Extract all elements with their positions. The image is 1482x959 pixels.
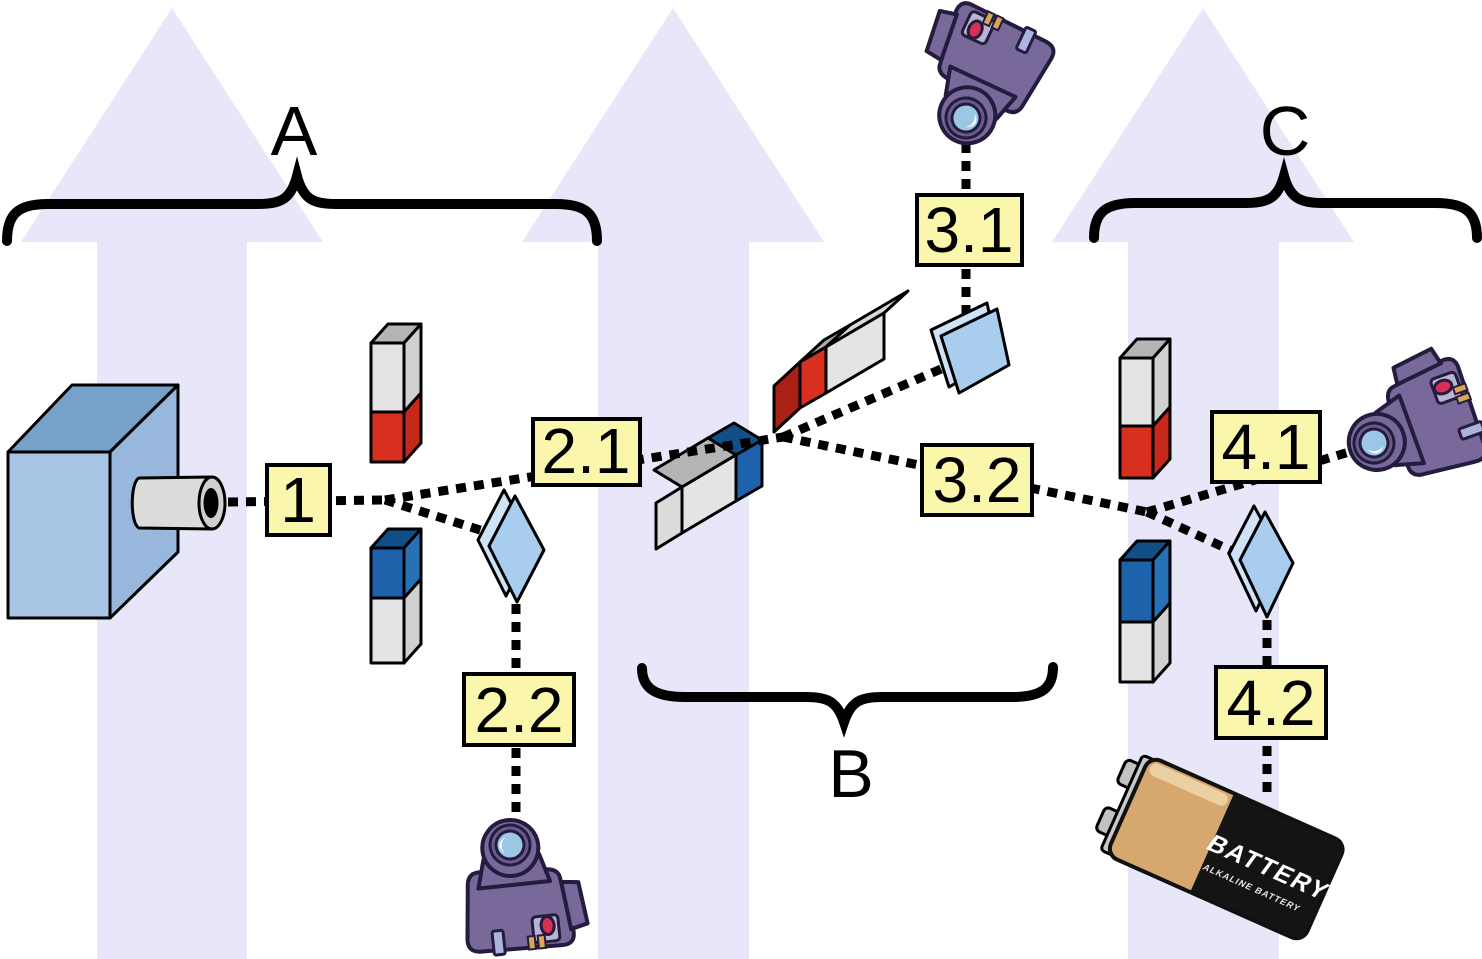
battery-highlight — [1149, 763, 1228, 806]
path-label-4-1: 4.1 — [1210, 410, 1322, 484]
camera-detector-right — [1324, 339, 1482, 503]
battery-outline — [1107, 757, 1345, 941]
path-label-3-1-box — [915, 193, 1024, 267]
path-label-1-text: 1 — [280, 464, 316, 536]
beam-a-down — [383, 495, 498, 540]
path-label-3-1-text: 3.1 — [925, 194, 1014, 266]
path-label-2-2-text: 2.2 — [475, 674, 564, 746]
camera-detector-bottom — [453, 810, 592, 959]
path-label-1-box — [265, 463, 332, 537]
path-label-2-1-box — [531, 417, 642, 487]
path-label-2-1: 2.1 — [531, 415, 642, 487]
background-arrow-middle — [522, 8, 824, 959]
source-box-front — [6, 450, 112, 620]
battery: BATTERY ALKALINE BATTERY — [1095, 754, 1345, 941]
battery-body-black — [1190, 793, 1343, 939]
magnet-b-upper — [772, 289, 910, 434]
path-label-4-2: 4.2 — [1214, 665, 1328, 740]
nozzle-icon — [130, 475, 214, 531]
path-label-3-2-box — [920, 443, 1034, 517]
magnet-c-lower — [1118, 539, 1172, 684]
filter-plate-b — [929, 301, 1011, 395]
path-label-2-1-text: 2.1 — [542, 415, 631, 487]
path-label-4-2-box — [1214, 665, 1328, 740]
path-label-3-2: 3.2 — [920, 443, 1034, 517]
magnet-a-upper — [369, 322, 423, 464]
path-label-3-1: 3.1 — [915, 193, 1024, 267]
path-label-4-1-box — [1210, 410, 1322, 484]
path-label-2-2: 2.2 — [462, 672, 576, 747]
path-label-4-1-text: 4.1 — [1222, 411, 1311, 483]
section-letter-c: C — [1260, 92, 1311, 170]
section-letter-b: B — [828, 736, 873, 812]
magnet-c-upper — [1118, 337, 1172, 480]
filter-plate-c — [1227, 504, 1295, 619]
camera-detector-top — [890, 0, 1062, 165]
beam-b-up — [781, 361, 950, 442]
filter-plate-a — [476, 488, 546, 604]
source-emitter — [6, 383, 227, 620]
path-label-1: 1 — [265, 463, 332, 537]
brace-section-b — [637, 662, 1058, 738]
nozzle-hole — [203, 488, 219, 518]
magnet-a-lower — [369, 527, 423, 665]
section-letter-a: A — [271, 92, 318, 170]
brace-section-c — [1089, 157, 1482, 243]
path-label-2-2-box — [462, 672, 576, 747]
brace-section-a — [2, 156, 602, 246]
path-label-4-2-text: 4.2 — [1227, 667, 1316, 739]
path-label-3-2-text: 3.2 — [933, 444, 1022, 516]
magnet-b-lower — [652, 421, 764, 551]
